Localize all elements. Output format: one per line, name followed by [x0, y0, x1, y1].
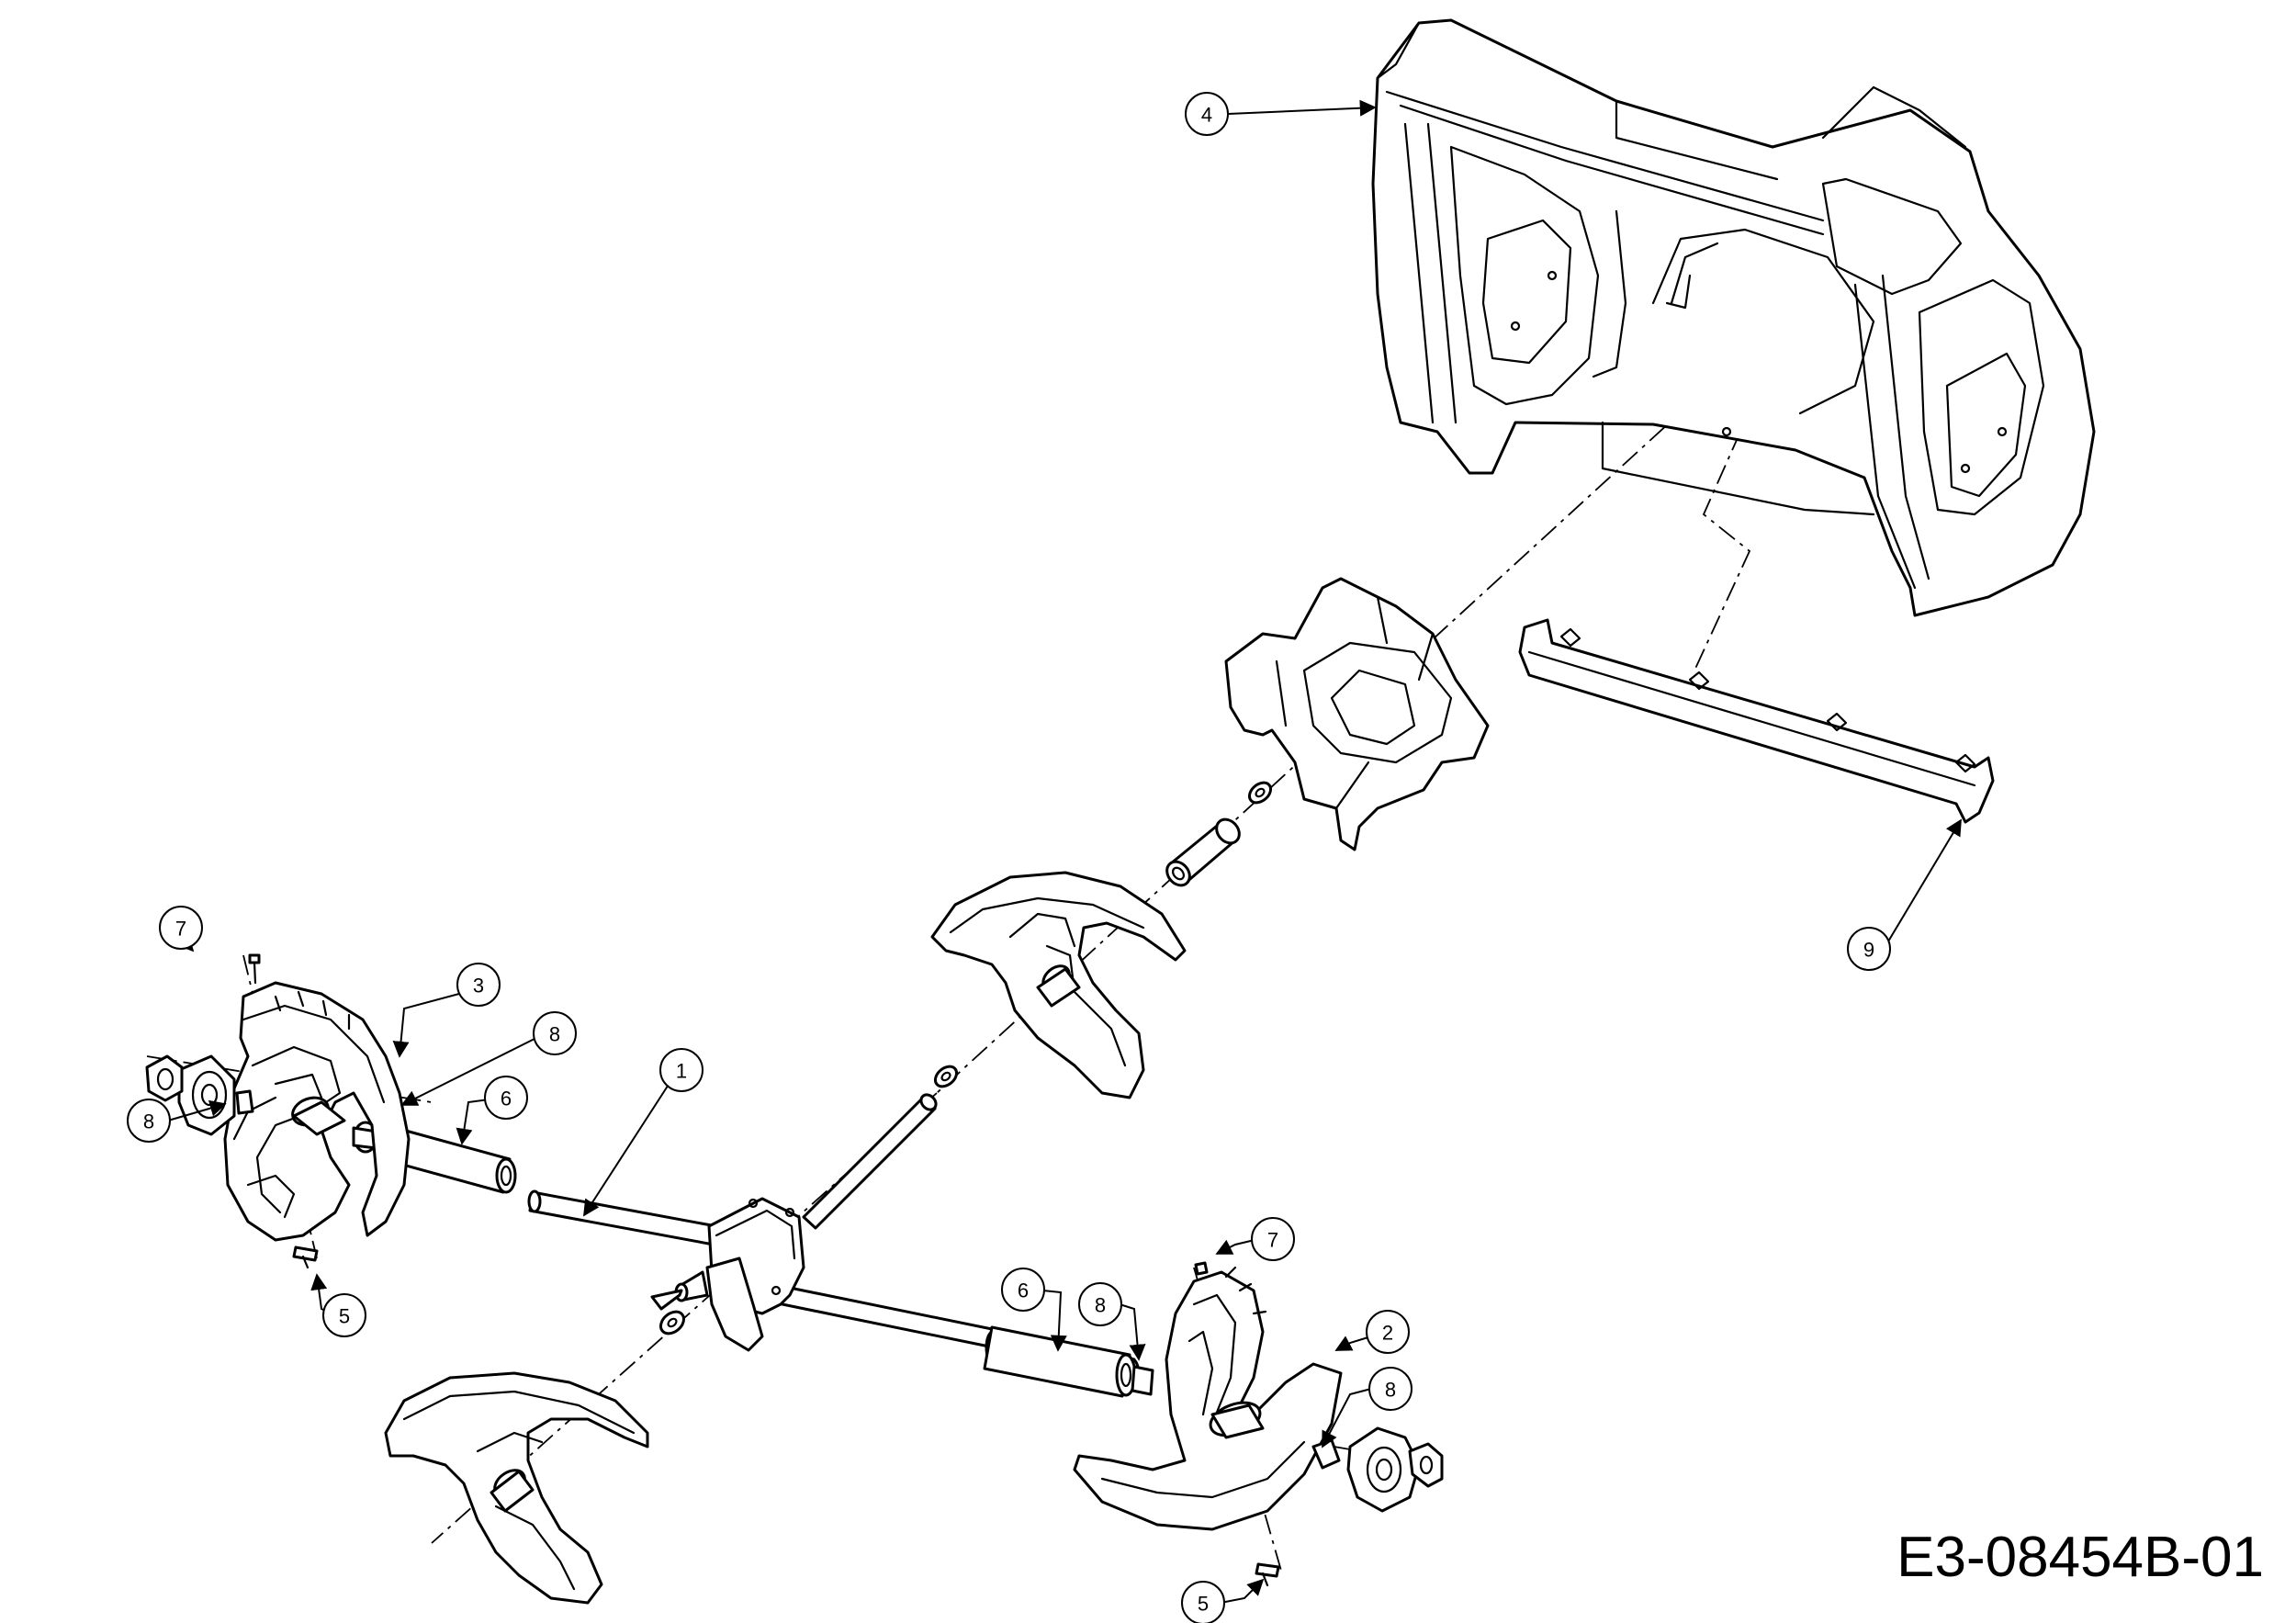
right-fasteners [1194, 1261, 1280, 1587]
callout-9-label: 9 [1863, 939, 1874, 962]
callout-3: 3 [456, 963, 501, 1007]
callout-5-left: 5 [322, 1293, 366, 1337]
callout-1: 1 [659, 1048, 703, 1092]
callout-8-right-lower-label: 8 [1385, 1379, 1396, 1402]
callout-1-label: 1 [676, 1060, 687, 1083]
callout-7-left-label: 7 [175, 918, 186, 941]
callout-7-right: 7 [1251, 1217, 1295, 1261]
callout-6-left-label: 6 [501, 1088, 512, 1110]
callout-3-label: 3 [473, 975, 484, 997]
callout-8-right-lower: 8 [1368, 1367, 1412, 1411]
input-shaft [802, 1093, 938, 1230]
callout-9: 9 [1847, 927, 1891, 971]
drawing-code: E3-08454B-01 [1896, 1526, 2264, 1589]
auger-flight-upper-right [930, 871, 1187, 1099]
callout-6-right: 6 [1001, 1268, 1045, 1312]
callout-4: 4 [1185, 92, 1229, 136]
callout-8-left-upper-label: 8 [549, 1023, 560, 1046]
callout-2-label: 2 [1382, 1322, 1393, 1345]
leader-lines [161, 99, 1962, 1604]
callout-8-right-upper-label: 8 [1095, 1294, 1106, 1317]
auger-flight-lower-left [384, 1371, 649, 1605]
left-tube-and-bearing [352, 1121, 517, 1194]
callout-6-right-label: 6 [1018, 1279, 1029, 1302]
callout-6-left: 6 [484, 1076, 528, 1120]
callout-8-right-upper: 8 [1078, 1282, 1122, 1326]
callout-4-label: 4 [1201, 104, 1212, 127]
auger-flight-left [223, 981, 411, 1242]
right-bearing-hub [1311, 1426, 1444, 1513]
auger-flight-right [1073, 1266, 1343, 1531]
callout-8-left-lower: 8 [127, 1099, 171, 1143]
callout-8-left-lower-label: 8 [143, 1110, 154, 1133]
right-tube-and-bearing [983, 1325, 1154, 1398]
callout-8-left-upper: 8 [533, 1011, 577, 1055]
left-fasteners [248, 953, 319, 1269]
callout-7-left: 7 [159, 906, 203, 950]
callout-5-left-label: 5 [339, 1305, 350, 1328]
mounting-bar [1518, 618, 1995, 824]
callout-2: 2 [1366, 1310, 1410, 1354]
callout-5-right: 5 [1181, 1581, 1225, 1623]
auger-housing [1371, 18, 2096, 617]
impeller [1224, 577, 1490, 851]
spacers-and-washers [658, 781, 1273, 1336]
callout-7-right-label: 7 [1267, 1229, 1278, 1252]
callout-5-right-label: 5 [1198, 1593, 1209, 1616]
